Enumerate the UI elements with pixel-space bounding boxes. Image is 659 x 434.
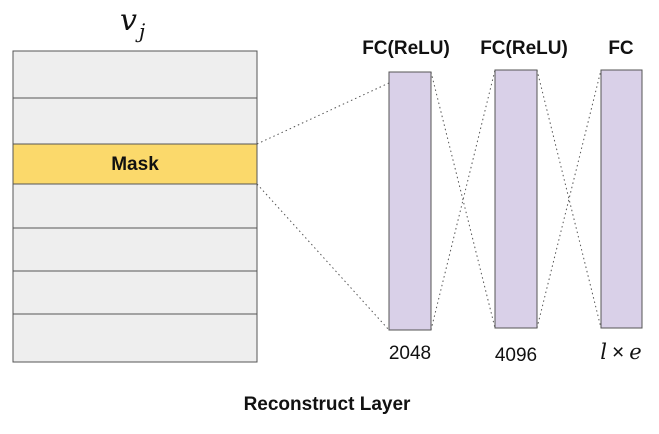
fc-layer-3-title: FC <box>608 38 634 59</box>
input-vector-box <box>12 50 258 363</box>
fc-layer-2-size: 4096 <box>495 345 537 366</box>
fc-layer-1-size: 2048 <box>389 343 431 364</box>
connection-line <box>536 69 602 329</box>
fc-layer-2 <box>494 69 538 329</box>
fc-layer-3-size-left: l <box>600 340 607 364</box>
fc-layer-1 <box>388 71 432 331</box>
fc-layer-1-title: FC(ReLU) <box>362 38 450 59</box>
fc-layer-3 <box>600 69 643 329</box>
fc-layer-2-title: FC(ReLU) <box>480 38 568 59</box>
input-vector-label-subscript: j <box>135 19 145 43</box>
diagram-caption: Reconstruct Layer <box>244 394 411 415</box>
fc-layers <box>388 69 643 331</box>
mask-row <box>12 143 258 185</box>
fc-layer-3-size: l×e <box>600 340 641 364</box>
connection-line <box>430 71 496 329</box>
mask-label: Mask <box>111 154 159 175</box>
input-vector-label-base: v <box>120 3 137 38</box>
connection-line <box>536 69 602 329</box>
connections <box>256 69 602 331</box>
connection-line <box>256 82 390 145</box>
connection-line <box>256 183 390 331</box>
fc-layer-3-size-right: e <box>629 340 641 364</box>
fc-layer-3-size-operator: × <box>612 341 624 364</box>
input-vector: Mask <box>12 50 258 363</box>
